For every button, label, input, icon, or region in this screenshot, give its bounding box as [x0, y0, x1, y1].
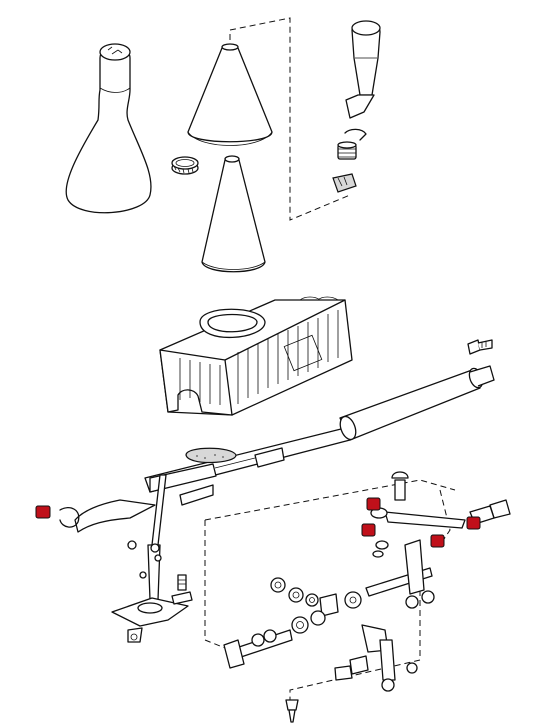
- bushing-icon: [332, 173, 357, 193]
- shift-rod-icon: [74, 365, 495, 533]
- lower-lever-icon: [334, 624, 418, 692]
- shift-lever-housing-icon: [159, 296, 353, 416]
- bottom-screw-icon: [285, 699, 299, 723]
- bolt-top-right-icon: [467, 339, 493, 355]
- gasket-icon: [185, 447, 237, 464]
- shift-knob-boot-large-icon: [65, 43, 152, 214]
- threaded-insert-icon: [337, 141, 357, 160]
- selector-shaft-icon: [365, 539, 435, 609]
- lower-shaft-icon: [223, 629, 293, 669]
- base-plate-icon: [111, 597, 189, 643]
- highlighted-bushing-icon: [361, 523, 376, 537]
- washers-and-nuts-icon: [270, 577, 362, 634]
- shift-lever-handle-icon: [345, 20, 381, 119]
- retaining-clip-icon: [344, 128, 367, 141]
- highlighted-bushing-icon: [366, 497, 381, 511]
- highlighted-bushing-icon: [430, 534, 445, 548]
- shift-boot-upper-cone-icon: [187, 43, 273, 146]
- boot-retaining-ring-icon: [171, 156, 199, 175]
- left-clip-icon: [59, 507, 80, 528]
- bolt-icon: [171, 574, 193, 605]
- lever-assembly-icon: [127, 474, 167, 601]
- highlighted-bushings: [35, 497, 481, 548]
- highlighted-bushing-icon: [466, 516, 481, 530]
- highlighted-bushing-icon: [35, 505, 51, 519]
- shift-boot-lower-cone-icon: [201, 155, 266, 273]
